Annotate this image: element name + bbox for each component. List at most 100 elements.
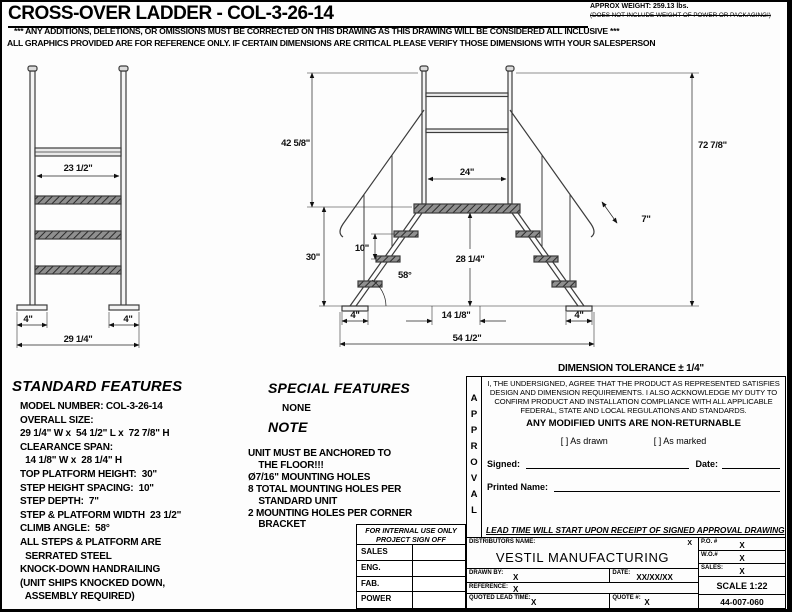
date-cell-label: DATE:	[612, 570, 631, 577]
date-cell: DATE: XX/XX/XX	[610, 569, 698, 584]
quote-label: QUOTE #:	[612, 595, 641, 602]
dim-clearance-height: 28 1/4"	[456, 254, 485, 265]
technical-drawing: 23 1/2" 4" 4" 29 1/4"	[16, 65, 727, 348]
special-features-heading: SPECIAL FEATURES	[268, 380, 410, 396]
dim-step-depth: 7"	[641, 214, 650, 225]
signoff-row: ENG.	[357, 560, 465, 577]
printed-name-row: Printed Name:	[487, 482, 780, 492]
drawn-by-cell: DRAWN BY: X	[467, 569, 611, 584]
date-label: Date:	[695, 458, 718, 469]
non-returnable-notice: ANY MODIFIED UNITS ARE NON-RETURNABLE	[526, 417, 741, 429]
dim-clearance-span: 14 1/8"	[442, 310, 471, 321]
feature-line: ASSEMBLY REQUIRED)	[20, 591, 135, 603]
dim-overall-height: 72 7/8"	[698, 140, 727, 151]
dim-front-foot-left: 4"	[23, 314, 32, 325]
drawn-by-value: X	[513, 573, 519, 583]
title-block-right: P.O. # X W.O.# X SALES: X SCALE 1:22 44-…	[699, 538, 785, 608]
feature-line: ALL STEPS & PLATFORM ARE	[20, 536, 162, 548]
side-view-labels: 42 5/8" 24" 72 7/8" 30" 10" 28 1/4" 58° …	[281, 138, 727, 344]
quote-cell: QUOTE #: X	[610, 594, 698, 608]
printed-name-label: Printed Name:	[487, 481, 549, 492]
quoted-lead-time-cell: QUOTED LEAD TIME: X	[467, 594, 611, 608]
date-line	[722, 459, 780, 469]
signoff-row-value	[413, 577, 465, 592]
po-cell: P.O. # X	[699, 538, 785, 551]
signoff-row-value	[413, 561, 465, 576]
feature-line: SERRATED STEEL	[20, 550, 112, 562]
feature-line: STEP & PLATFORM WIDTH 23 1/2"	[20, 509, 182, 521]
feature-line: STEP DEPTH: 7"	[20, 496, 99, 508]
feature-line: CLIMB ANGLE: 58°	[20, 523, 110, 535]
note-line: Ø7/16" MOUNTING HOLES	[248, 471, 371, 483]
feature-line: (UNIT SHIPS KNOCKED DOWN,	[20, 577, 166, 589]
approval-checkboxes: [ ] As drawn [ ] As marked	[487, 436, 780, 446]
sales-value: X	[739, 567, 745, 576]
signoff-row-label: FAB.	[357, 576, 413, 592]
internal-signoff-heading: FOR INTERNAL USE ONLY PROJECT SIGN OFF	[357, 525, 465, 545]
dim-step-spacing: 10"	[355, 243, 369, 254]
signoff-row: FAB.	[357, 576, 465, 593]
approx-weight: APPROX WEIGHT: 259.13 lbs.	[590, 3, 689, 10]
note-line: STANDARD UNIT	[248, 495, 338, 507]
company-name: VESTIL MANUFACTURING	[495, 550, 670, 565]
special-features-value: NONE	[282, 403, 311, 414]
signoff-row-label: SALES	[357, 545, 413, 560]
quoted-lead-time-value: X	[531, 598, 537, 608]
weight-note: (DOES NOT INCLUDE WEIGHT OF POWER OR PAC…	[590, 11, 771, 19]
dim-handrail-height: 42 5/8"	[281, 138, 310, 149]
checkbox-as-marked: [ ] As marked	[653, 435, 707, 446]
lead-quote-row: QUOTED LEAD TIME: X QUOTE #: X	[467, 594, 698, 608]
quote-value: X	[644, 598, 650, 608]
feature-line: MODEL NUMBER: COL-3-26-14	[20, 401, 163, 412]
reference-label: REFERENCE:	[469, 584, 509, 591]
distributors-name-label: DISTRIBUTORS NAME:	[469, 539, 536, 545]
approval-vertical-strip: APPROVAL	[467, 377, 482, 537]
disclaimer-line-1: *** ANY ADDITIONS, DELETIONS, OR OMISSIO…	[14, 26, 620, 36]
reference-cell: REFERENCE: X	[467, 583, 698, 595]
drawing-number-cell: 44-007-060	[699, 595, 785, 608]
approval-box: APPROVAL I, THE UNDERSIGNED, AGREE THAT …	[466, 376, 786, 538]
signoff-row-value	[413, 545, 465, 560]
signoff-row-value	[413, 592, 465, 608]
side-view-dimensions	[307, 72, 699, 347]
dimension-tolerance: DIMENSION TOLERANCE ± 1/4"	[558, 363, 704, 374]
standard-features-heading: STANDARD FEATURES	[12, 378, 183, 395]
po-label: P.O. #	[701, 539, 718, 545]
dim-overall-width: 29 1/4"	[64, 334, 93, 345]
drawing-number: 44-007-060	[720, 597, 764, 607]
signoff-row: POWER	[357, 592, 465, 609]
title-block: DISTRIBUTORS NAME: X VESTIL MANUFACTURIN…	[466, 538, 786, 609]
quoted-lead-time-label: QUOTED LEAD TIME:	[469, 595, 531, 602]
lead-time-note: LEAD TIME WILL START UPON RECEIPT OF SIG…	[486, 525, 785, 535]
signed-label: Signed:	[487, 458, 520, 469]
wo-value: X	[739, 554, 745, 563]
note-line: 8 TOTAL MOUNTING HOLES PER	[248, 483, 402, 495]
signoff-row-label: ENG.	[357, 560, 413, 576]
distributors-name-value: X	[687, 540, 692, 547]
front-view-dimensions	[16, 173, 140, 348]
dim-side-foot-left: 4"	[350, 310, 359, 321]
dim-climb-angle: 58°	[398, 270, 412, 281]
page-title: CROSS-OVER LADDER - COL-3-26-14	[8, 3, 588, 28]
date-cell-value: XX/XX/XX	[636, 573, 673, 583]
signed-row: Signed: Date:	[487, 459, 780, 469]
note-heading: NOTE	[268, 419, 308, 435]
internal-heading-line1: FOR INTERNAL USE ONLY	[365, 526, 457, 535]
dim-overall-length: 54 1/2"	[453, 333, 482, 344]
disclaimer-line-2: ALL GRAPHICS PROVIDED ARE FOR REFERENCE …	[7, 38, 656, 48]
note-line: BRACKET	[248, 519, 306, 531]
printed-name-line	[554, 482, 780, 492]
note-list: UNIT MUST BE ANCHORED TO THE FLOOR!!!Ø7/…	[248, 448, 412, 531]
note-line: THE FLOOR!!!	[248, 459, 324, 471]
feature-line: 14 1/8" W x 28 1/4" H	[20, 455, 122, 467]
dim-platform-length: 24"	[460, 167, 474, 178]
side-view	[339, 65, 595, 312]
feature-line: STEP HEIGHT SPACING: 10"	[20, 482, 154, 494]
wo-label: W.O.#	[701, 552, 718, 558]
scale-cell: SCALE 1:22	[699, 577, 785, 595]
note-line: 2 MOUNTING HOLES PER CORNER	[248, 507, 413, 519]
note-line: UNIT MUST BE ANCHORED TO	[248, 448, 391, 459]
